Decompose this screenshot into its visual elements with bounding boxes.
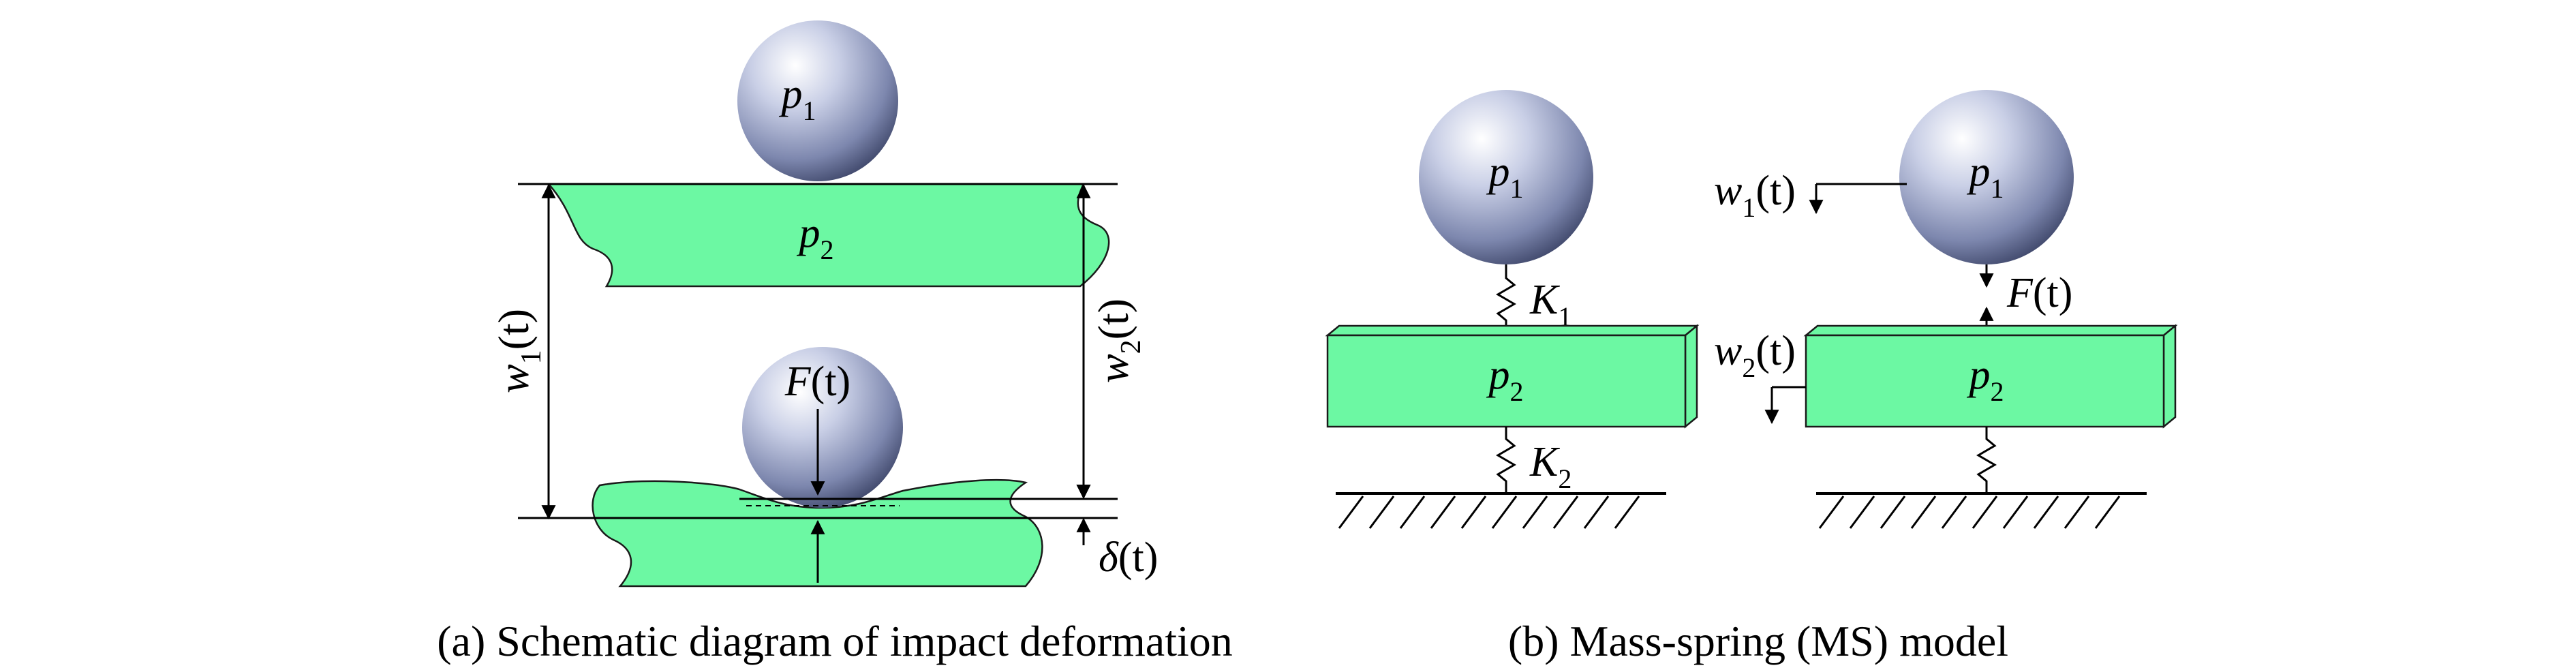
- panel-a: p1 p2 F(t) w1(t): [437, 20, 1233, 665]
- svg-text:w2(t): w2(t): [1089, 299, 1147, 383]
- force-label-var: F: [784, 359, 812, 405]
- w2-label-sub: 2: [1116, 339, 1147, 354]
- k2-label-var: K: [1529, 439, 1561, 485]
- ms-left-ball-sub: 1: [1510, 173, 1524, 204]
- ms-left-plate-var: p: [1486, 352, 1510, 398]
- ms-left-ground: [1336, 492, 1666, 529]
- ball-bottom: [742, 347, 903, 508]
- panel-b-right: p1 w1(t) F(t) p2 w2(t): [1714, 90, 2178, 529]
- panel-b-left: p1 K1 p2 K2: [1325, 90, 1700, 529]
- ms-right-plate-top-face: [1803, 324, 2178, 337]
- k2-label-sub: 2: [1558, 463, 1571, 494]
- ms-w2-label-var: w: [1714, 328, 1742, 374]
- ms-w2-label-arg: (t): [1755, 328, 1796, 374]
- svg-text:K1: K1: [1529, 277, 1571, 332]
- w1-label-var: w: [489, 364, 538, 393]
- ms-left-plate: [1326, 334, 1687, 428]
- k1-label-var: K: [1529, 277, 1561, 323]
- ms-right-ball: [1899, 90, 2074, 264]
- svg-text:p2: p2: [1486, 352, 1524, 407]
- ms-right-plate-side-face: [2162, 324, 2177, 429]
- k1-label-sub: 1: [1558, 301, 1571, 332]
- svg-text:p1: p1: [779, 71, 816, 126]
- svg-text:p1: p1: [1967, 149, 2004, 204]
- svg-text:w1(t): w1(t): [1714, 168, 1796, 223]
- ball-top-label-sub: 1: [803, 95, 816, 126]
- ms-left-plate-side-face: [1684, 324, 1698, 429]
- ball-top-label-var: p: [779, 71, 803, 117]
- svg-text:F(t): F(t): [2006, 270, 2072, 316]
- spring-k2: [1496, 427, 1516, 493]
- svg-text:p1: p1: [1486, 149, 1524, 204]
- caption-a: (a) Schematic diagram of impact deformat…: [437, 617, 1233, 665]
- ball-top: [737, 20, 898, 181]
- ms-left-plate-top-face: [1325, 324, 1700, 337]
- plate-top-label-var: p: [797, 210, 821, 256]
- ms-right-plate-sub: 2: [1991, 376, 2004, 407]
- w2-label-var: w: [1089, 354, 1137, 383]
- svg-text:F(t): F(t): [784, 359, 850, 405]
- w1-label-arg: (t): [489, 309, 538, 350]
- ms-left-ball: [1419, 90, 1593, 264]
- svg-text:K2: K2: [1529, 439, 1571, 494]
- force-label-arg: (t): [811, 359, 851, 405]
- ms-right-ground: [1816, 492, 2147, 529]
- svg-text:w1(t): w1(t): [489, 309, 547, 393]
- ms-w1-label-sub: 1: [1742, 192, 1755, 223]
- ms-force-label-arg: (t): [2033, 270, 2073, 316]
- caption-b: (b) Mass-spring (MS) model: [1508, 617, 2008, 665]
- w1-label-sub: 1: [516, 350, 547, 364]
- ms-left-plate-sub: 2: [1510, 376, 1524, 407]
- ms-right-ball-sub: 1: [1991, 173, 2004, 204]
- ms-w2-label-sub: 2: [1742, 352, 1755, 383]
- ms-w1-label-arg: (t): [1755, 168, 1796, 214]
- ms-left-ball-var: p: [1486, 149, 1510, 195]
- spring-k1: [1496, 264, 1516, 335]
- svg-text:p2: p2: [797, 210, 834, 265]
- svg-text:p2: p2: [1967, 352, 2004, 407]
- ms-force-label-var: F: [2006, 270, 2034, 316]
- svg-text:δ(t): δ(t): [1099, 534, 1158, 581]
- plate-top-label-sub: 2: [821, 234, 834, 265]
- ms-right-plate: [1805, 334, 2165, 428]
- ms-right-spring: [1976, 427, 1997, 493]
- ms-right-ball-var: p: [1967, 149, 1991, 195]
- ms-w1-label-var: w: [1714, 168, 1742, 214]
- ms-right-plate-var: p: [1967, 352, 1991, 398]
- delta-label-arg: (t): [1118, 534, 1159, 581]
- svg-text:w2(t): w2(t): [1714, 328, 1796, 383]
- delta-label-var: δ: [1099, 534, 1119, 581]
- w2-label-arg: (t): [1089, 299, 1137, 339]
